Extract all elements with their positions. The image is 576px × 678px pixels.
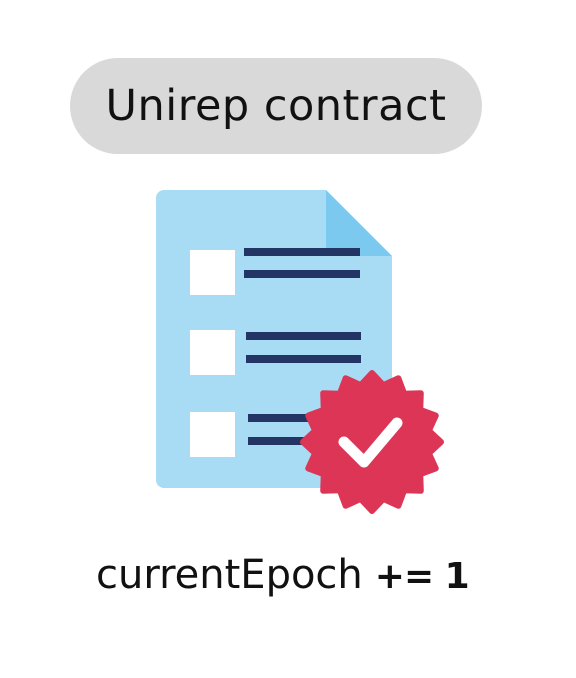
- checklist-line-2a: [246, 332, 361, 340]
- caption-operator: += 1: [374, 556, 470, 597]
- checkbox-3: [190, 412, 235, 457]
- checklist-line-1b: [244, 270, 360, 278]
- checklist-line-3a: [248, 414, 360, 422]
- caption-variable: currentEpoch: [96, 552, 363, 598]
- title-pill: Unirep contract: [70, 58, 482, 154]
- document-checklist-icon: [156, 190, 444, 514]
- checklist-line-2b: [246, 355, 361, 363]
- verified-check-badge-icon: [300, 370, 444, 514]
- checklist-line-1a: [244, 248, 360, 256]
- checkbox-2: [190, 330, 235, 375]
- document-fold: [326, 190, 392, 256]
- caption: currentEpoch += 1: [96, 552, 496, 608]
- checkbox-1: [190, 250, 235, 295]
- check-mark-icon: [338, 417, 403, 468]
- title-text: Unirep contract: [105, 81, 447, 131]
- badge-seal: [300, 370, 444, 514]
